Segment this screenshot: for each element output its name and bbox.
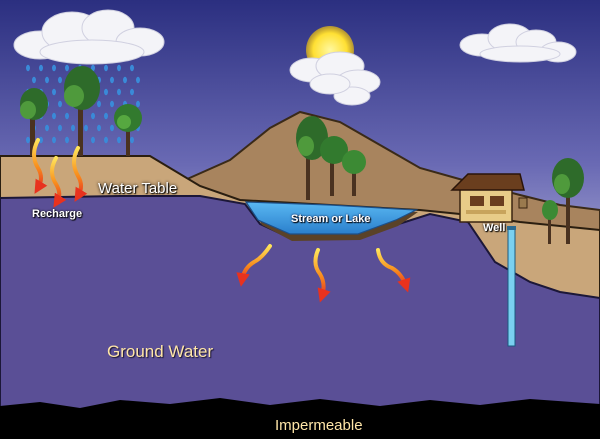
stream-lake [244,201,419,235]
raindrop [130,88,134,96]
water-table-label: Water Table [98,180,178,197]
well-pipe [507,226,516,347]
raindrop [110,76,114,84]
seepage-arrow [313,248,331,303]
raindrop [52,136,56,144]
seepage-arrow [376,248,411,293]
recharge-arrow [72,146,88,202]
raindrop [65,136,69,144]
raindrop [52,64,56,72]
stream-or-lake-label: Stream or Lake [291,213,371,225]
trees-hill [296,116,366,200]
seepage-arrow [236,244,272,287]
raindrop [91,112,95,120]
impermeable-bedrock [0,398,600,439]
raindrop [65,112,69,120]
raindrop [123,76,127,84]
raindrop [58,100,62,108]
raindrop [39,136,43,144]
raindrop [39,64,43,72]
impermeable-label: Impermeable [275,417,363,434]
raindrop [104,88,108,96]
cloud-near-sun [289,51,381,106]
raindrop [110,100,114,108]
raindrop [110,124,114,132]
cloud-right [459,23,577,63]
raindrop [26,136,30,144]
recharge-arrow [50,156,67,208]
raindrop [104,136,108,144]
raindrop [136,100,140,108]
raindrop [52,88,56,96]
raindrop [130,64,134,72]
raindrop [104,112,108,120]
trees-right [542,158,584,244]
raindrop [136,76,140,84]
recharge-label: Recharge [32,208,83,220]
raindrop [32,76,36,84]
recharge-arrows [32,138,88,208]
ground-water-label: Ground Water [107,342,214,361]
ground-water-zone [0,195,600,439]
raindrop [58,76,62,84]
raindrop [58,124,62,132]
raindrop [117,136,121,144]
rain-cloud [13,9,165,65]
raindrop [104,64,108,72]
raindrop [97,124,101,132]
raindrop [130,136,134,144]
raindrop [26,64,30,72]
raindrop [71,124,75,132]
raindrop [45,124,49,132]
recharge-arrow [32,138,48,194]
raindrop [117,64,121,72]
raindrop [117,88,121,96]
trees-left [20,66,142,156]
seepage-arrows [236,244,411,303]
raindrop [91,64,95,72]
house [450,173,528,223]
raindrop [52,112,56,120]
raindrop [97,100,101,108]
well-label: Well [483,222,506,234]
raindrop [45,76,49,84]
raindrop [91,136,95,144]
raindrop [65,64,69,72]
raindrop [84,124,88,132]
